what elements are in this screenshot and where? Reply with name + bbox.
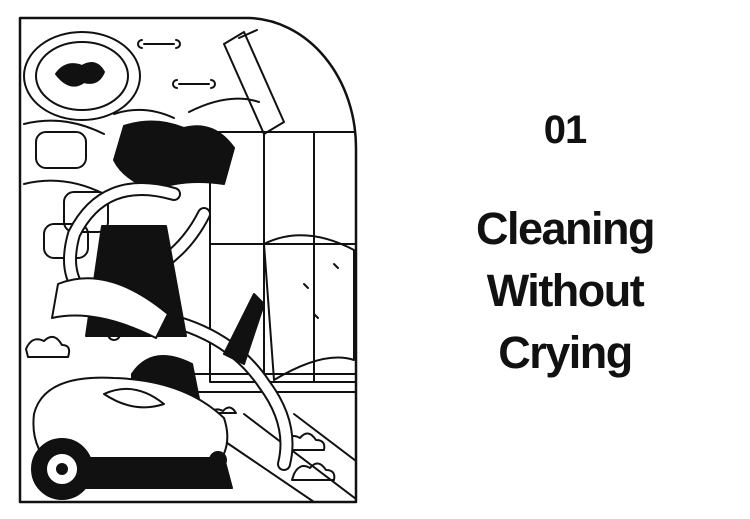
chapter-title-line: Without (486, 265, 645, 316)
arch-frame (18, 16, 358, 504)
vacuum-illustration (14, 14, 359, 504)
chapter-title-line: Cleaning (475, 203, 656, 254)
chapter-number: 01 (543, 108, 588, 152)
chapter-title-line: Crying (498, 327, 633, 378)
chapter-title: Cleaning Without Crying (400, 198, 730, 384)
